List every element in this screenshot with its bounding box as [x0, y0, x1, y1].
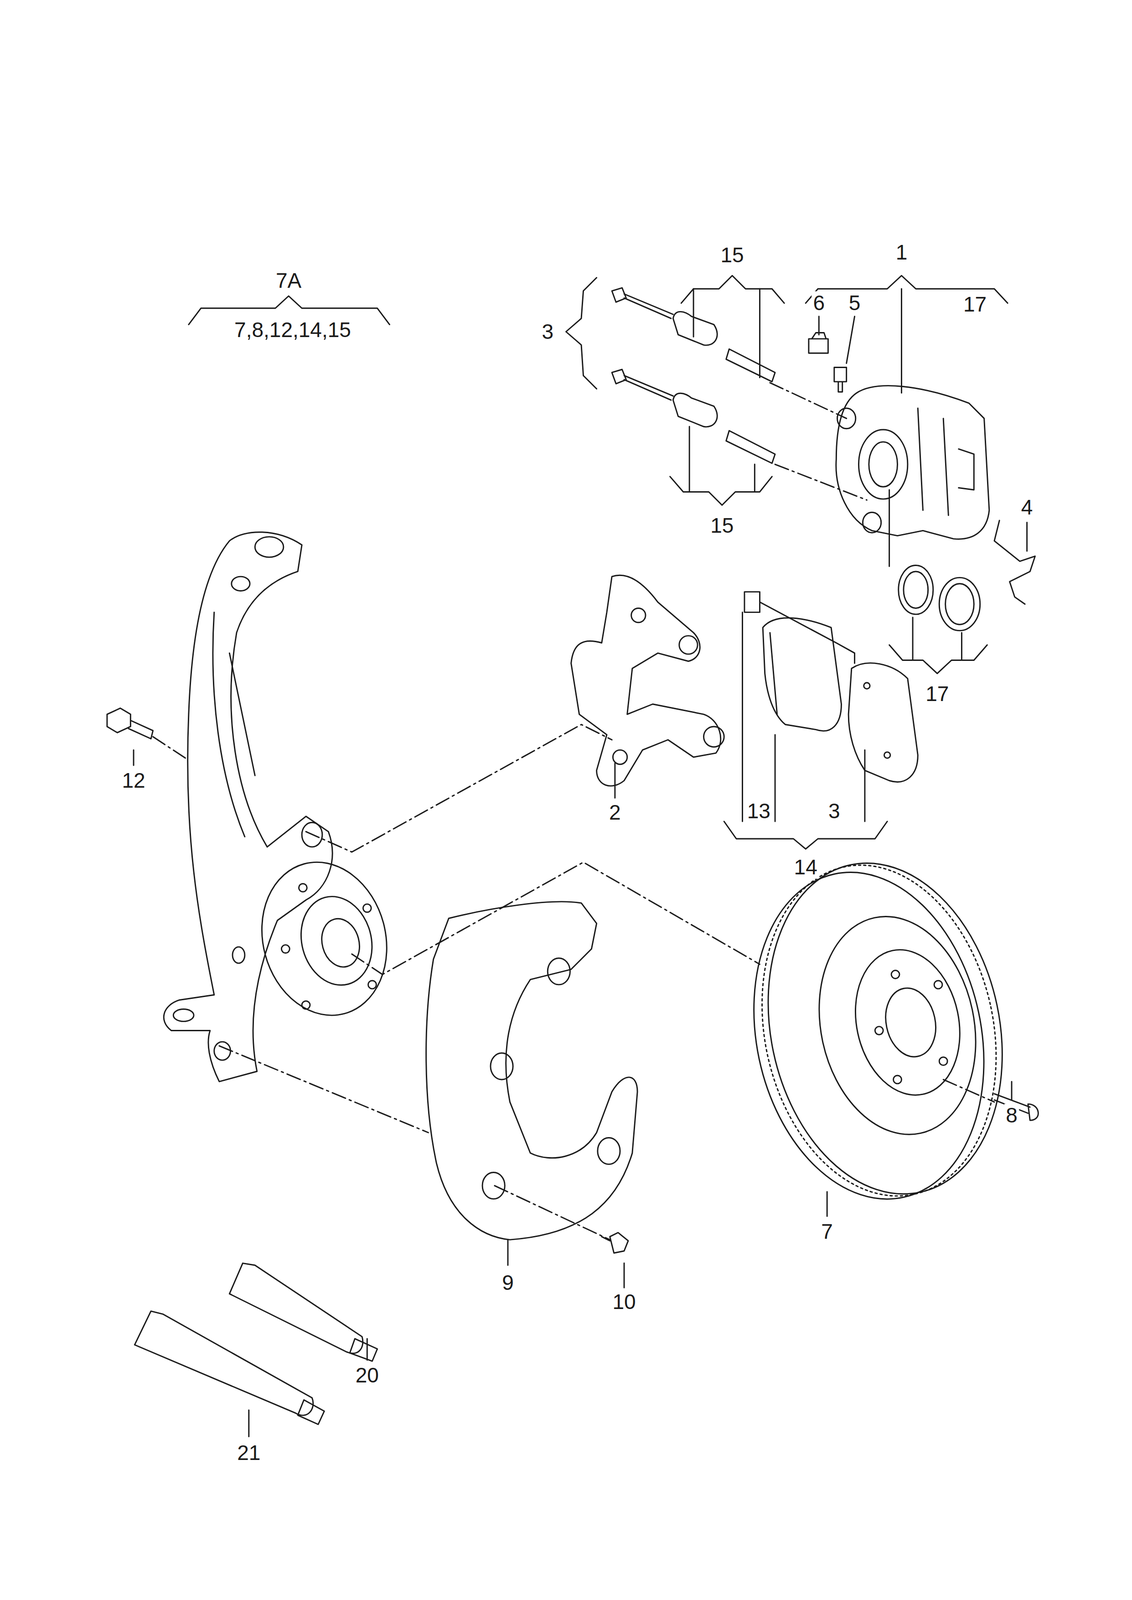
callout-number: 17: [924, 682, 951, 706]
callout-number: 15: [708, 513, 735, 538]
callout-number: 9: [500, 1270, 516, 1294]
caliper: [836, 385, 990, 539]
callout-number: 13: [745, 799, 772, 823]
leader-lines: [133, 316, 1028, 1437]
callout-number: 6: [811, 291, 827, 315]
callout-number: 3: [827, 799, 842, 823]
callout-number: 21: [235, 1440, 262, 1464]
guide-pins: [611, 287, 776, 464]
assembly-lines: [153, 382, 995, 1240]
callout-number: 12: [120, 768, 147, 792]
callout-number: 17: [961, 292, 988, 316]
callout-number: 3: [540, 320, 555, 344]
callout-number: 7A: [274, 268, 303, 293]
brake-disc: [724, 840, 1032, 1220]
callout-number: 7,8,12,14,15: [232, 317, 353, 342]
spring-clip: [994, 520, 1035, 604]
callout-number: 5: [847, 291, 863, 315]
callout-number: 20: [354, 1363, 381, 1387]
callout-number: 8: [1004, 1103, 1019, 1127]
brackets: [188, 275, 1008, 849]
screw: [601, 1231, 629, 1253]
callout-number: 7: [819, 1219, 835, 1243]
callout-number: 15: [719, 243, 746, 267]
bolt: [107, 708, 154, 739]
bleeder-valve: [808, 332, 847, 392]
callout-number: 1: [894, 240, 910, 264]
steering-knuckle: [163, 532, 404, 1082]
callout-number: 10: [610, 1289, 637, 1313]
callout-number: 2: [607, 800, 623, 824]
brake-pads: [744, 591, 918, 782]
caliper-carrier: [571, 574, 725, 786]
piston-seals: [898, 565, 981, 631]
dust-shield: [426, 901, 638, 1240]
grease-tubes: [134, 1262, 378, 1424]
callout-number: 4: [1019, 495, 1035, 519]
callout-number: 14: [792, 855, 819, 879]
